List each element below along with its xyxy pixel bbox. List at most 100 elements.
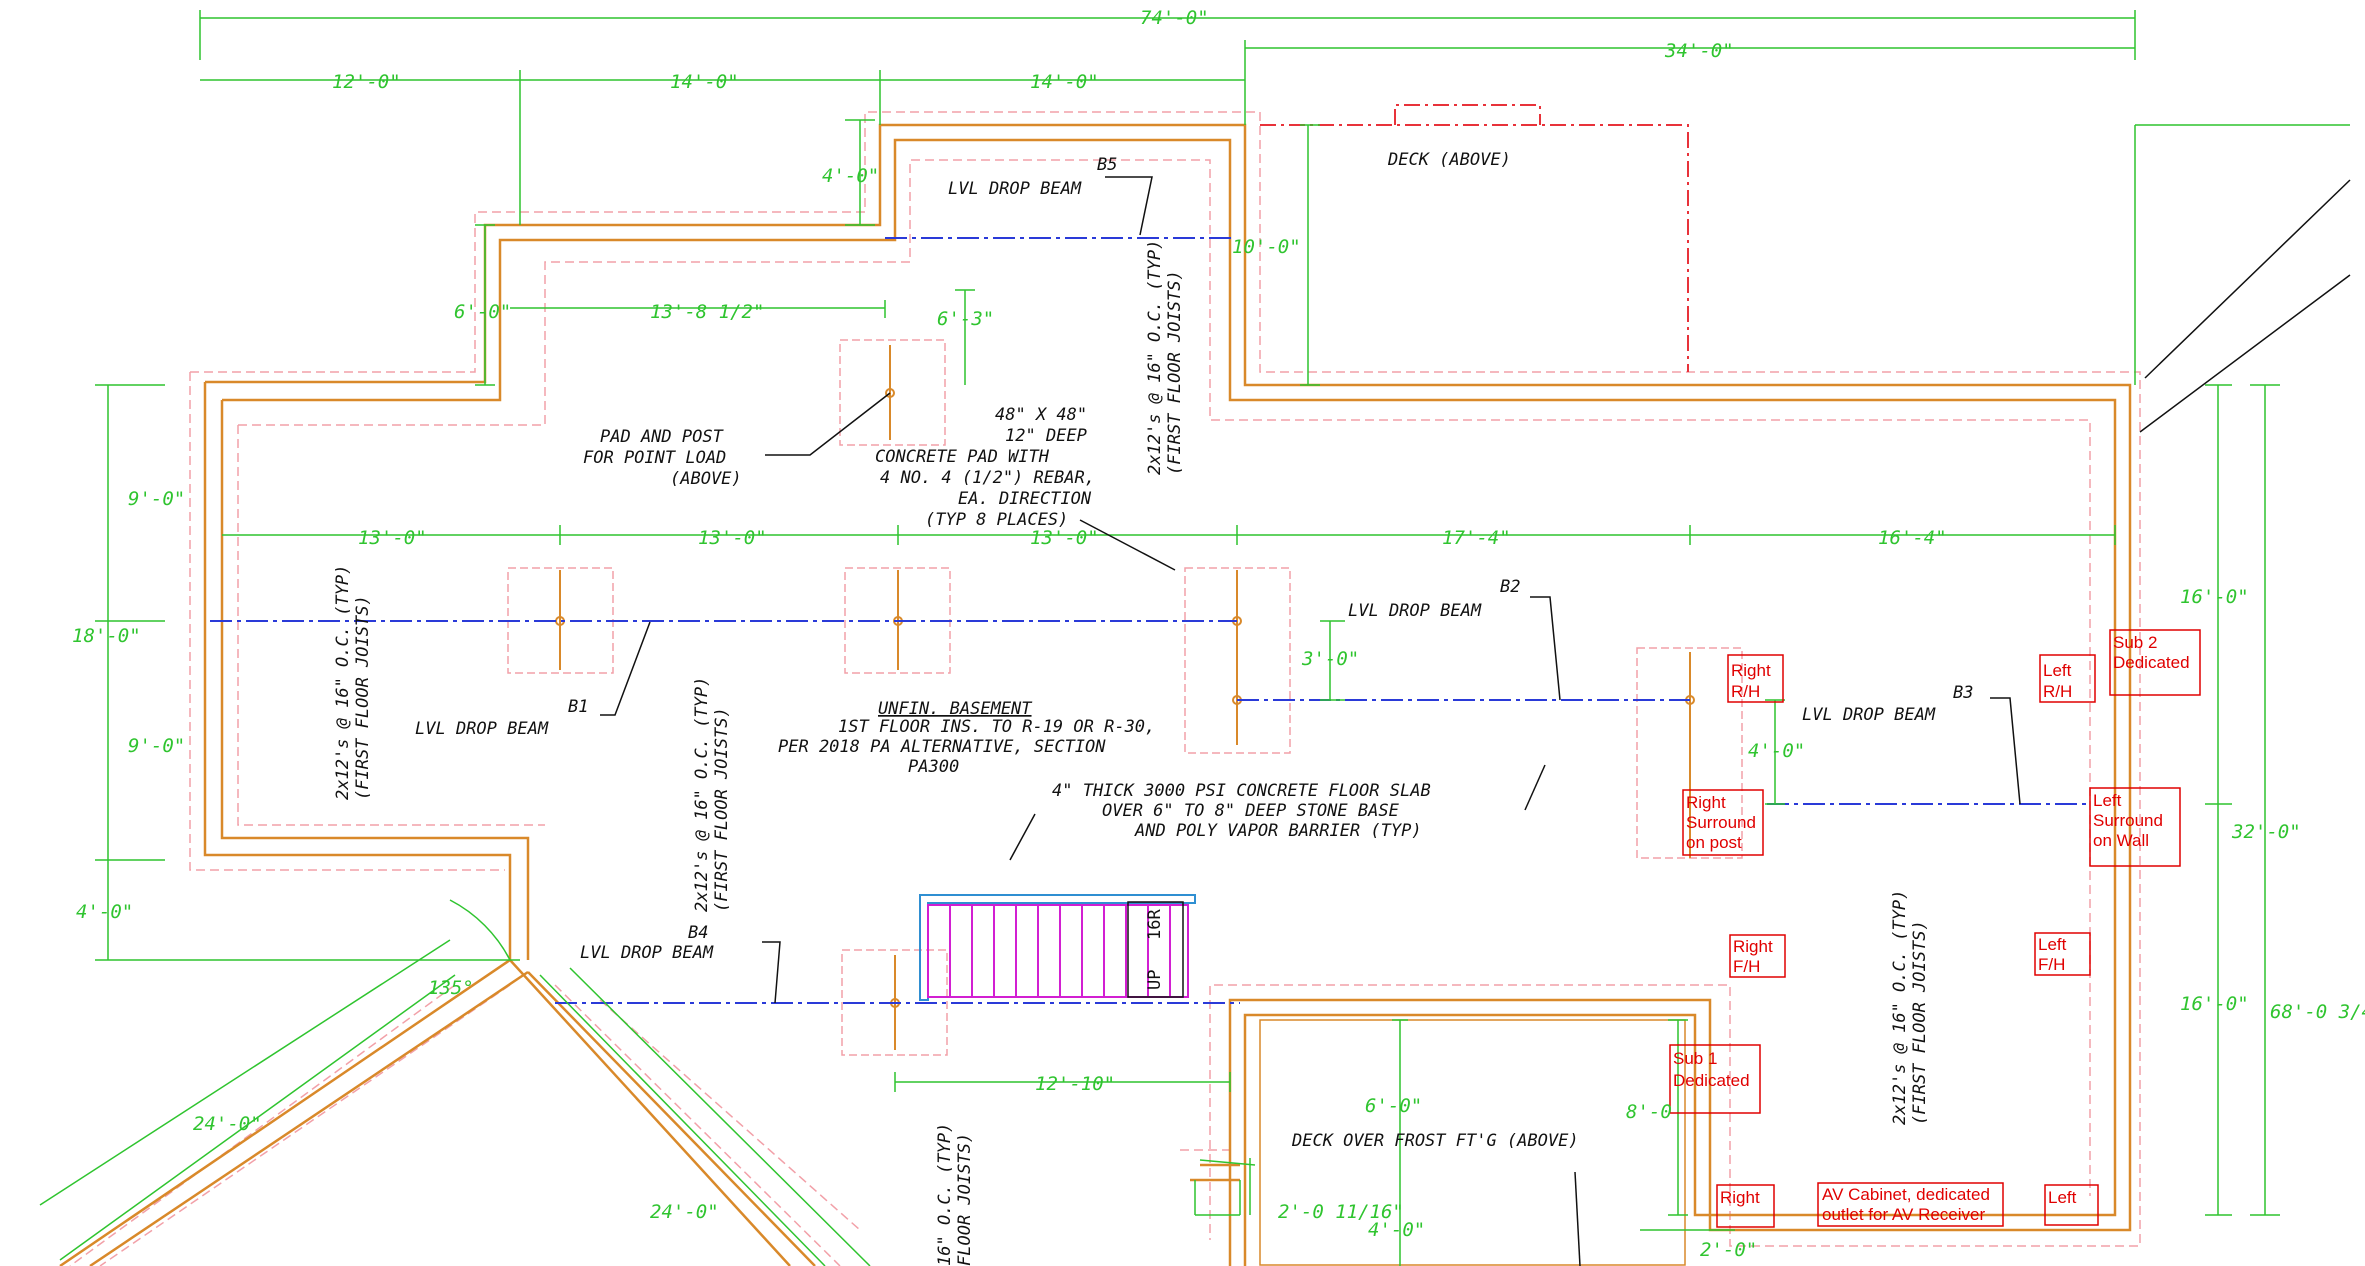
speaker-sub1-1: Sub 1 <box>1673 1049 1717 1068</box>
speaker-sub1-2: Dedicated <box>1673 1071 1750 1090</box>
insulation-note-1: 1ST FLOOR INS. TO R-19 OR R-30, <box>838 717 1155 737</box>
dim-2-0-11-16: 2'-0 11/16" <box>1278 1201 1404 1223</box>
dim-9b: 9'-0" <box>128 735 185 757</box>
dim-4a: 4'-0" <box>822 165 879 187</box>
conc-note-2: 12" DEEP <box>1005 426 1087 446</box>
dim-13b: 13'-0" <box>698 527 767 549</box>
stair-up-label: UP <box>1145 970 1165 990</box>
pad-note-1: PAD AND POST <box>600 427 725 447</box>
speaker-right-surround-2: Surround <box>1686 813 1756 832</box>
b2-label: B2 <box>1500 577 1520 597</box>
deck-frost-label: DECK OVER FROST FT'G (ABOVE) <box>1291 1131 1579 1151</box>
dim-34: 34'-0" <box>1664 40 1734 62</box>
speaker-right-rh-2: R/H <box>1731 682 1760 701</box>
stair-riser-label: 16R <box>1145 909 1165 940</box>
dim-16-4: 16'-4" <box>1878 527 1947 549</box>
speaker-left-surround-1: Left <box>2093 791 2122 810</box>
speaker-left-fh-2: F/H <box>2038 955 2065 974</box>
lower-deck-outline <box>1259 1019 1686 1266</box>
dim-8: 8'-0 <box>1626 1101 1672 1123</box>
joist-note-right-2: (FIRST FLOOR JOISTS) <box>1910 920 1930 1125</box>
b2-desc: LVL DROP BEAM <box>1348 601 1482 621</box>
av-cabinet-note-2: outlet for AV Receiver <box>1822 1205 1985 1224</box>
b5-label: B5 <box>1097 155 1117 175</box>
slab-note-2: OVER 6" TO 8" DEEP STONE BASE <box>1102 801 1400 821</box>
dim-4b: 4'-0" <box>76 901 133 923</box>
slab-note-3: AND POLY VAPOR BARRIER (TYP) <box>1134 821 1422 841</box>
joist-note-center-1: 2x12's @ 16" O.C. (TYP) <box>1145 240 1165 475</box>
insulation-note-2: PER 2018 PA ALTERNATIVE, SECTION <box>778 737 1106 757</box>
deck-above-label: DECK (ABOVE) <box>1387 150 1511 170</box>
dim-6b: 6'-0" <box>1365 1095 1422 1117</box>
speaker-right-fh-1: Right <box>1733 937 1773 956</box>
speaker-sub2-2: Dedicated <box>2113 653 2190 672</box>
speaker-left-surround-2: Surround <box>2093 811 2163 830</box>
speaker-boxes <box>1669 629 2201 1228</box>
dim-16a: 16'-0" <box>2180 586 2249 608</box>
conc-note-1: 48" X 48" <box>995 405 1087 425</box>
dim-angle-135: 135° <box>428 977 474 999</box>
speaker-sub2-1: Sub 2 <box>2113 633 2157 652</box>
joist-note-mid: 2x12's @ 16" O.C. (TYP) (FIRST FLOOR JOI… <box>692 677 732 912</box>
b5-desc: LVL DROP BEAM <box>948 179 1082 199</box>
joist-note-mid-1: 2x12's @ 16" O.C. (TYP) <box>692 677 712 912</box>
b1-label: B1 <box>568 697 588 717</box>
speaker-right-rh-1: Right <box>1731 661 1771 680</box>
dim-68: 68'-0 3/4 <box>2270 1001 2365 1023</box>
b3-label: B3 <box>1953 683 1973 703</box>
leader-lines <box>600 176 2351 1266</box>
b3-desc: LVL DROP BEAM <box>1802 705 1936 725</box>
joist-note-right: 2x12's @ 16" O.C. (TYP) (FIRST FLOOR JOI… <box>1890 890 1930 1125</box>
joist-note-bottom-1: 16" O.C. (TYP) <box>935 1123 955 1266</box>
speaker-left-front: Left <box>2048 1188 2077 1207</box>
stair: UP 16R <box>919 894 1196 1001</box>
pad-note-3: (ABOVE) <box>670 469 742 489</box>
dim-32: 32'-0" <box>2231 821 2301 843</box>
speaker-left-rh-1: Left <box>2043 661 2072 680</box>
speaker-left-rh-2: R/H <box>2043 682 2072 701</box>
dim-17-4: 17'-4" <box>1442 527 1511 549</box>
joist-note-left: 2x12's @ 16" O.C. (TYP) (FIRST FLOOR JOI… <box>333 565 373 800</box>
joist-note-center-2: (FIRST FLOOR JOISTS) <box>1165 270 1185 475</box>
joist-note-mid-2: (FIRST FLOOR JOISTS) <box>712 707 732 912</box>
joist-note-bottom-2: FLOOR JOISTS) <box>955 1133 975 1266</box>
joist-note-center: 2x12's @ 16" O.C. (TYP) (FIRST FLOOR JOI… <box>1145 240 1185 475</box>
dim-12-10: 12'-10" <box>1035 1073 1115 1095</box>
dim-2: 2'-0" <box>1700 1239 1757 1261</box>
dim-13a: 13'-0" <box>358 527 427 549</box>
speaker-right-surround-1: Right <box>1686 793 1726 812</box>
b4-desc: LVL DROP BEAM <box>580 943 714 963</box>
b1-desc: LVL DROP BEAM <box>415 719 549 739</box>
dim-4c: 4'-0" <box>1748 740 1805 762</box>
dim-13c: 13'-0" <box>1030 527 1099 549</box>
conc-note-4: 4 NO. 4 (1/2") REBAR, <box>880 468 1095 488</box>
conc-note-3: CONCRETE PAD WITH <box>875 447 1050 467</box>
av-cabinet-note-1: AV Cabinet, dedicated <box>1822 1185 1990 1204</box>
dim-16b: 16'-0" <box>2180 993 2249 1015</box>
deck-outlines <box>1260 104 1689 372</box>
dim-9a: 9'-0" <box>128 488 185 510</box>
dim-4d: 4'-0" <box>1368 1219 1425 1241</box>
lvl-drop-beams <box>210 237 2090 1004</box>
dim-24b: 24'-0" <box>650 1201 719 1223</box>
dim-10: 10'-0" <box>1232 236 1301 258</box>
b4-label: B4 <box>688 923 708 943</box>
slab-note-1: 4" THICK 3000 PSI CONCRETE FLOOR SLAB <box>1052 781 1431 801</box>
dim-6a: 6'-0" <box>454 301 511 323</box>
unfinished-basement-label: UNFIN. BASEMENT <box>878 699 1033 719</box>
pad-note-2: FOR POINT LOAD <box>583 448 726 468</box>
dim-18: 18'-0" <box>72 625 141 647</box>
dim-13-8: 13'-8 1/2" <box>650 301 764 323</box>
dim-14b: 14'-0" <box>1030 71 1099 93</box>
joist-note-left-2: (FIRST FLOOR JOISTS) <box>353 595 373 800</box>
joist-note-right-1: 2x12's @ 16" O.C. (TYP) <box>1890 890 1910 1125</box>
dim-12: 12'-0" <box>332 71 401 93</box>
speaker-right-fh-2: F/H <box>1733 957 1760 976</box>
conc-note-5: EA. DIRECTION <box>958 489 1092 509</box>
conc-note-6: (TYP 8 PLACES) <box>925 510 1068 530</box>
dim-overall-width: 74'-0" <box>1140 7 1209 29</box>
speaker-left-surround-3: on Wall <box>2093 831 2149 850</box>
speaker-right-surround-3: on post <box>1686 833 1742 852</box>
dim-24a: 24'-0" <box>193 1113 262 1135</box>
